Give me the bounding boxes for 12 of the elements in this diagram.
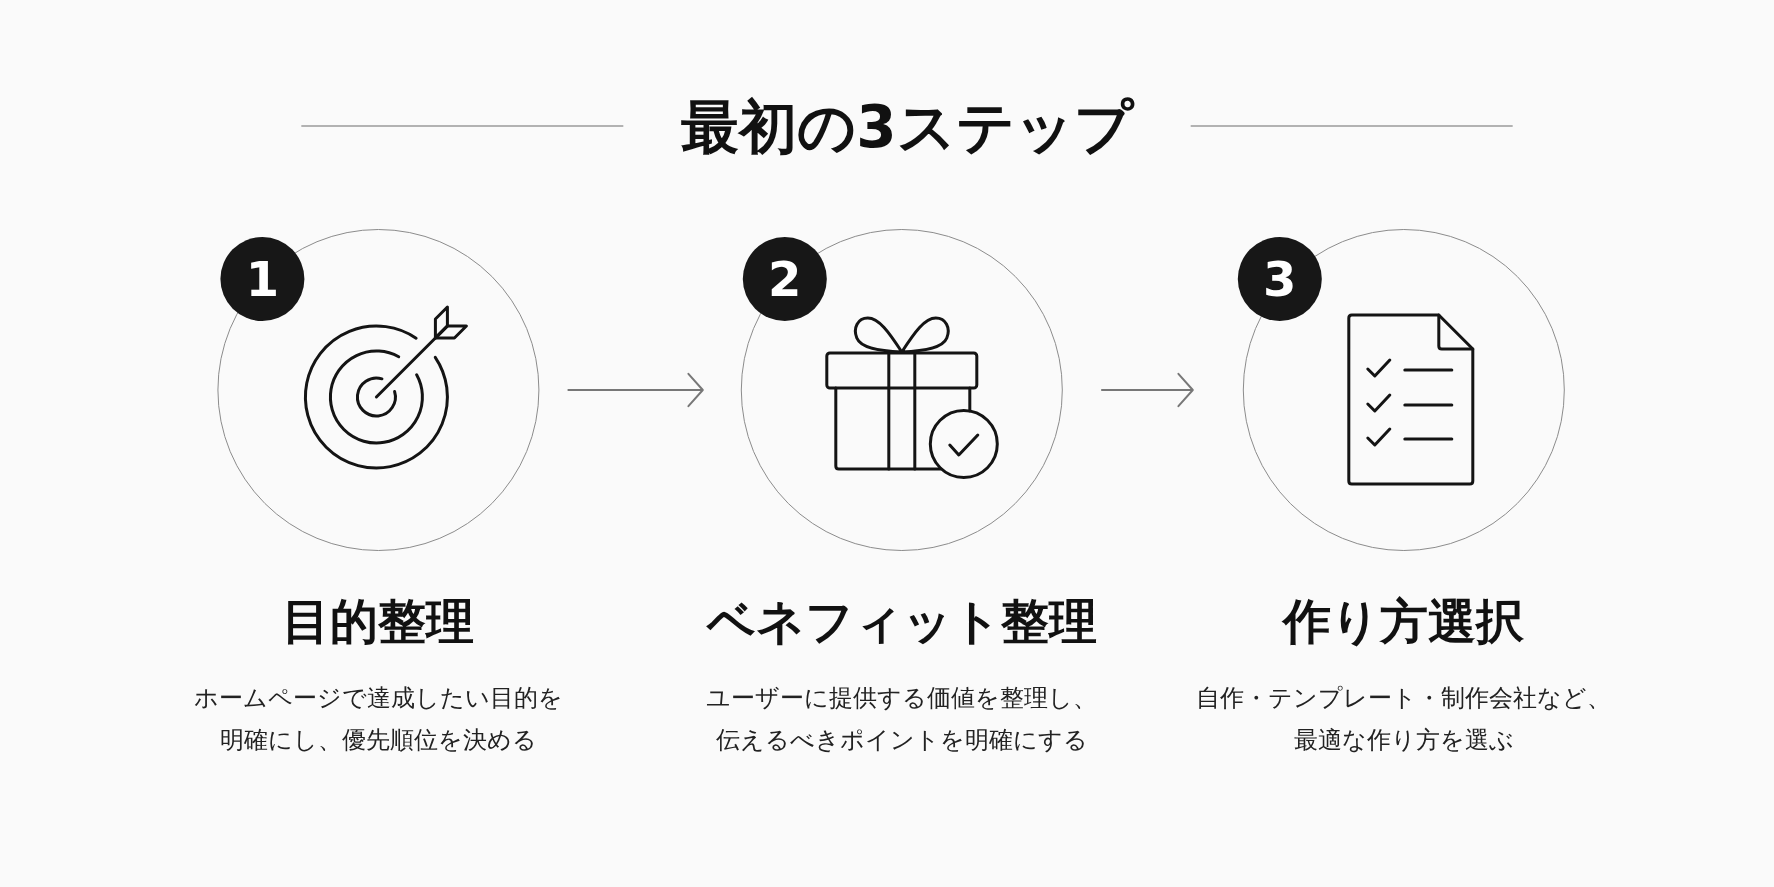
- step-description: ユーザーに提供する価値を整理し、伝えるべきポイントを明確にする: [705, 683, 1099, 756]
- arrow: [566, 372, 704, 408]
- step-title: 目的整理: [282, 592, 474, 650]
- title: 最初の3ステップ: [681, 92, 1133, 162]
- number-badge: 3: [1237, 237, 1322, 321]
- number-badge: 1: [220, 237, 305, 321]
- step-title: ベネフィット整理: [707, 592, 1097, 650]
- step-description: 自作・テンプレート・制作会社など、最適な作り方を選ぶ: [1195, 683, 1613, 756]
- number-badge: 2: [742, 237, 827, 321]
- step-title: 作り方選択: [1283, 592, 1525, 650]
- arrow: [1100, 372, 1194, 408]
- step-description: ホームページで達成したい目的を明確にし、優先順位を決める: [192, 683, 564, 756]
